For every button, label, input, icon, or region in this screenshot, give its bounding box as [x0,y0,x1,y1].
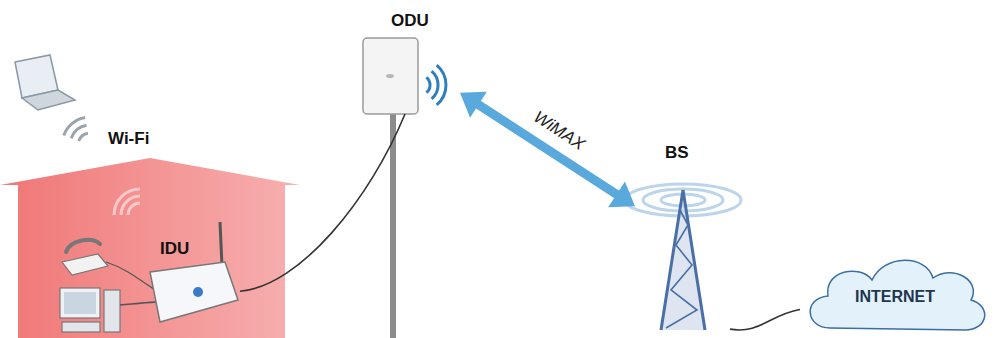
router-antenna [220,222,222,266]
odu-waves [426,65,446,105]
cloud-outline [810,260,984,330]
device-node: BS [635,140,730,335]
phone-wire [106,262,155,290]
router-body [150,262,238,322]
tower-lattice [661,190,705,330]
network-label: Wi-Fi [108,128,149,150]
cable-line [730,310,800,330]
wimax-link [477,104,619,196]
odu-label: ODU [360,10,460,32]
arrow-head [608,181,635,207]
arrow-head [460,92,487,118]
router-waves [114,189,140,215]
bs-label: BS [665,142,689,164]
computer-icon [60,288,120,332]
laptop-base [22,90,75,110]
computer-wire [120,302,156,305]
odu-logo [386,74,394,78]
cloud-text: INTERNET [855,286,935,308]
device-node: ODU [360,8,460,114]
cable-line [240,114,405,291]
router-light [193,287,203,297]
cloud-node: INTERNET [800,250,990,335]
phone-icon [62,240,108,275]
wifi-waves [64,117,88,140]
house-shape [0,158,300,338]
odu-panel [363,38,418,114]
device-node: IDU [140,236,240,328]
idu-label: IDU [160,238,189,260]
